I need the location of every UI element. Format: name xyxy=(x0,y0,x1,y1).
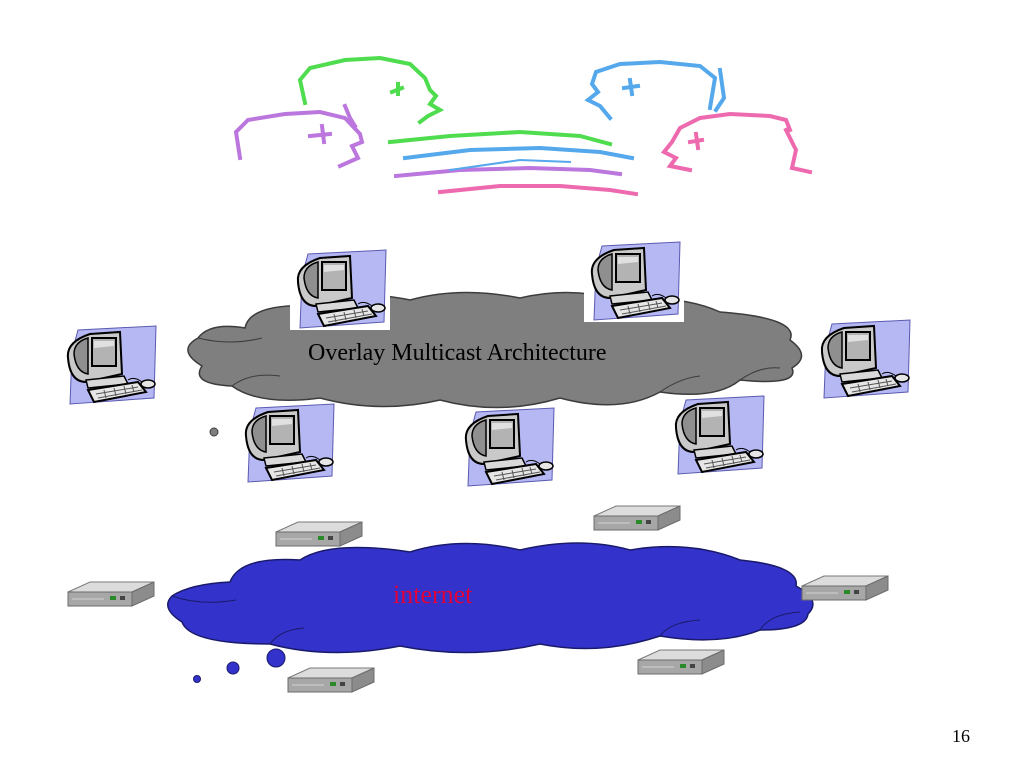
internet-cloud xyxy=(167,542,814,654)
desktop-computer-icon xyxy=(674,395,765,475)
desktop-computer-icon xyxy=(66,325,157,405)
router-icon xyxy=(801,575,889,601)
desktop-computer-icon xyxy=(244,403,335,483)
desktop-computer-icon xyxy=(584,240,684,322)
router-icon xyxy=(637,649,725,675)
desktop-computer-icon xyxy=(820,319,911,399)
router-icon xyxy=(593,505,681,531)
thought-bubble xyxy=(266,648,286,668)
thought-bubble xyxy=(193,675,201,683)
router-icon xyxy=(275,521,363,547)
desktop-computer-icon xyxy=(464,407,555,487)
page-number: 16 xyxy=(952,726,970,746)
router-icon xyxy=(287,667,375,693)
thought-bubble xyxy=(209,427,219,437)
thought-bubble xyxy=(226,661,240,675)
overlay-cloud-label: Overlay Multicast Architecture xyxy=(308,340,607,366)
router-icon xyxy=(67,581,155,607)
internet-cloud-label: internet xyxy=(393,580,473,609)
conversing-people-sketch xyxy=(233,55,813,197)
desktop-computer-icon xyxy=(290,248,390,330)
